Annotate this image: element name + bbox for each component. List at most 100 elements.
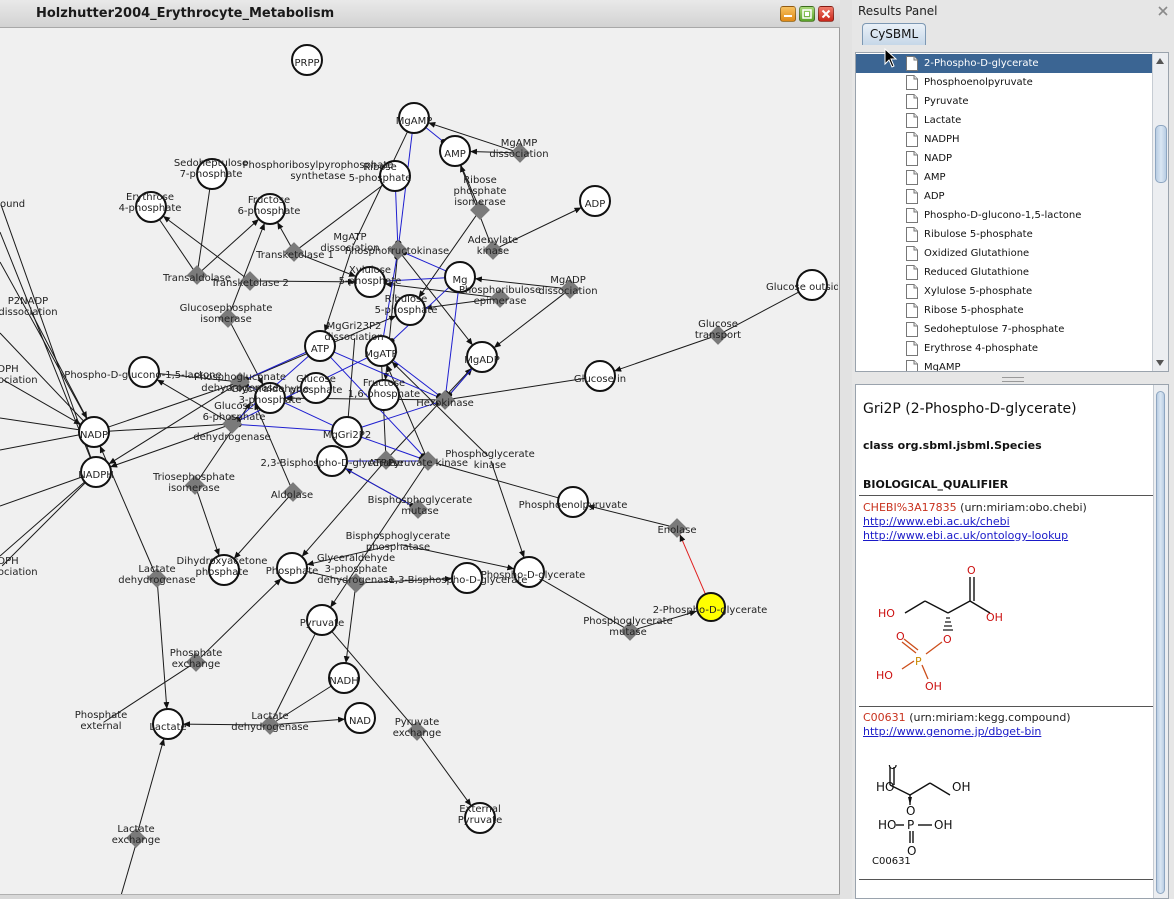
network-edge[interactable] xyxy=(434,462,560,499)
species-node[interactable] xyxy=(439,135,471,167)
maximize-button[interactable] xyxy=(799,6,815,22)
network-edge[interactable] xyxy=(382,254,400,338)
network-edge[interactable] xyxy=(401,254,474,346)
link-ontology-lookup[interactable]: http://www.ebi.ac.uk/ontology-lookup xyxy=(863,529,1069,542)
reaction-node[interactable] xyxy=(418,451,438,471)
species-node[interactable] xyxy=(557,486,589,518)
reaction-node[interactable] xyxy=(708,325,728,345)
network-edge[interactable] xyxy=(255,278,356,285)
network-edge[interactable] xyxy=(137,738,165,833)
reaction-node[interactable] xyxy=(490,288,510,308)
network-edge[interactable] xyxy=(199,578,282,659)
network-edge[interactable] xyxy=(275,685,333,722)
network-edge[interactable] xyxy=(107,383,234,428)
network-edge[interactable] xyxy=(30,312,88,419)
species-node[interactable] xyxy=(78,416,110,448)
species-node[interactable] xyxy=(208,554,240,586)
reaction-node[interactable] xyxy=(560,279,580,299)
window-splitter[interactable] xyxy=(840,0,852,899)
reaction-node[interactable] xyxy=(185,475,205,495)
network-edge[interactable] xyxy=(1,482,86,567)
network-edge[interactable] xyxy=(120,843,137,894)
network-edge[interactable] xyxy=(386,364,427,456)
tree-item[interactable]: 2-Phospho-D-glycerate xyxy=(856,54,1152,73)
network-edge[interactable] xyxy=(109,425,227,468)
reaction-node[interactable] xyxy=(388,240,408,260)
network-edge[interactable] xyxy=(299,253,357,277)
network-edge[interactable] xyxy=(343,588,356,664)
tree-item[interactable]: Ribulose 5-phosphate xyxy=(856,225,1152,244)
network-edge[interactable] xyxy=(614,336,713,372)
tree-item[interactable]: Reduced Glutathione xyxy=(856,263,1152,282)
network-window-titlebar[interactable]: Holzhutter2004_Erythrocyte_Metabolism xyxy=(0,0,840,28)
network-edge[interactable] xyxy=(469,148,515,155)
species-node[interactable] xyxy=(300,372,332,404)
close-window-button[interactable] xyxy=(818,6,834,22)
minimize-button[interactable] xyxy=(780,6,796,22)
network-edge[interactable] xyxy=(330,630,413,727)
species-node[interactable] xyxy=(291,44,323,76)
tree-item[interactable]: ADP xyxy=(856,187,1152,206)
network-edge[interactable] xyxy=(443,290,459,396)
reaction-node[interactable] xyxy=(240,271,260,291)
species-node[interactable] xyxy=(365,335,397,367)
species-node[interactable] xyxy=(328,662,360,694)
reaction-node[interactable] xyxy=(620,621,640,641)
tree-scrollbar[interactable] xyxy=(1152,53,1168,371)
network-edge[interactable] xyxy=(0,332,95,433)
species-node[interactable] xyxy=(80,456,112,488)
species-node[interactable] xyxy=(135,191,167,223)
reaction-node[interactable] xyxy=(346,573,366,593)
scroll-up-arrow-icon[interactable] xyxy=(1156,58,1164,64)
network-edge[interactable] xyxy=(301,464,383,558)
tree-item[interactable]: Erythrose 4-phosphate xyxy=(856,339,1152,358)
network-edge[interactable] xyxy=(332,351,442,400)
species-node[interactable] xyxy=(304,330,336,362)
reaction-node[interactable] xyxy=(667,518,687,538)
network-edge[interactable] xyxy=(0,204,92,459)
network-edge[interactable] xyxy=(360,399,441,429)
link-chebi[interactable]: http://www.ebi.ac.uk/chebi xyxy=(863,515,1010,528)
species-node[interactable] xyxy=(344,702,376,734)
network-edge[interactable] xyxy=(498,207,582,248)
network-edge[interactable] xyxy=(299,184,385,249)
network-edge[interactable] xyxy=(196,490,220,556)
network-edge[interactable] xyxy=(401,250,448,272)
species-node[interactable] xyxy=(306,604,338,636)
species-node[interactable] xyxy=(796,269,828,301)
reaction-node[interactable] xyxy=(435,390,455,410)
network-edge[interactable] xyxy=(233,496,290,560)
network-edge[interactable] xyxy=(254,402,292,487)
network-edge[interactable] xyxy=(382,277,447,284)
network-edge[interactable] xyxy=(197,187,211,269)
tree-item[interactable]: Phospho-D-glucono-1,5-lactone xyxy=(856,206,1152,225)
reaction-node[interactable] xyxy=(222,414,242,434)
species-node[interactable] xyxy=(398,102,430,134)
network-edge[interactable] xyxy=(162,215,246,278)
network-edge[interactable] xyxy=(395,189,401,246)
network-edge[interactable] xyxy=(236,421,334,432)
species-node[interactable] xyxy=(696,592,726,622)
network-edge[interactable] xyxy=(323,250,352,332)
network-edge[interactable] xyxy=(493,292,566,349)
network-edge[interactable] xyxy=(679,534,706,595)
network-edge[interactable] xyxy=(424,126,446,145)
network-edge[interactable] xyxy=(201,218,260,272)
species-node[interactable] xyxy=(316,445,348,477)
tree-item[interactable]: Ribose 5-phosphate xyxy=(856,301,1152,320)
reaction-node[interactable] xyxy=(230,372,250,392)
network-edge[interactable] xyxy=(156,583,170,710)
network-edge[interactable] xyxy=(0,471,97,557)
network-edge[interactable] xyxy=(361,575,453,584)
species-node[interactable] xyxy=(196,158,228,190)
network-edge[interactable] xyxy=(347,337,356,418)
tree-item[interactable]: Oxidized Glutathione xyxy=(856,244,1152,263)
network-edge[interactable] xyxy=(305,570,350,582)
species-node[interactable] xyxy=(451,562,483,594)
tree-scrollbar-thumb[interactable] xyxy=(1155,125,1167,183)
detail-scrollbar[interactable] xyxy=(1153,385,1168,898)
scroll-down-arrow-icon[interactable] xyxy=(1156,360,1164,366)
tree-item[interactable]: MgAMP xyxy=(856,358,1152,371)
network-edge[interactable] xyxy=(156,379,228,422)
